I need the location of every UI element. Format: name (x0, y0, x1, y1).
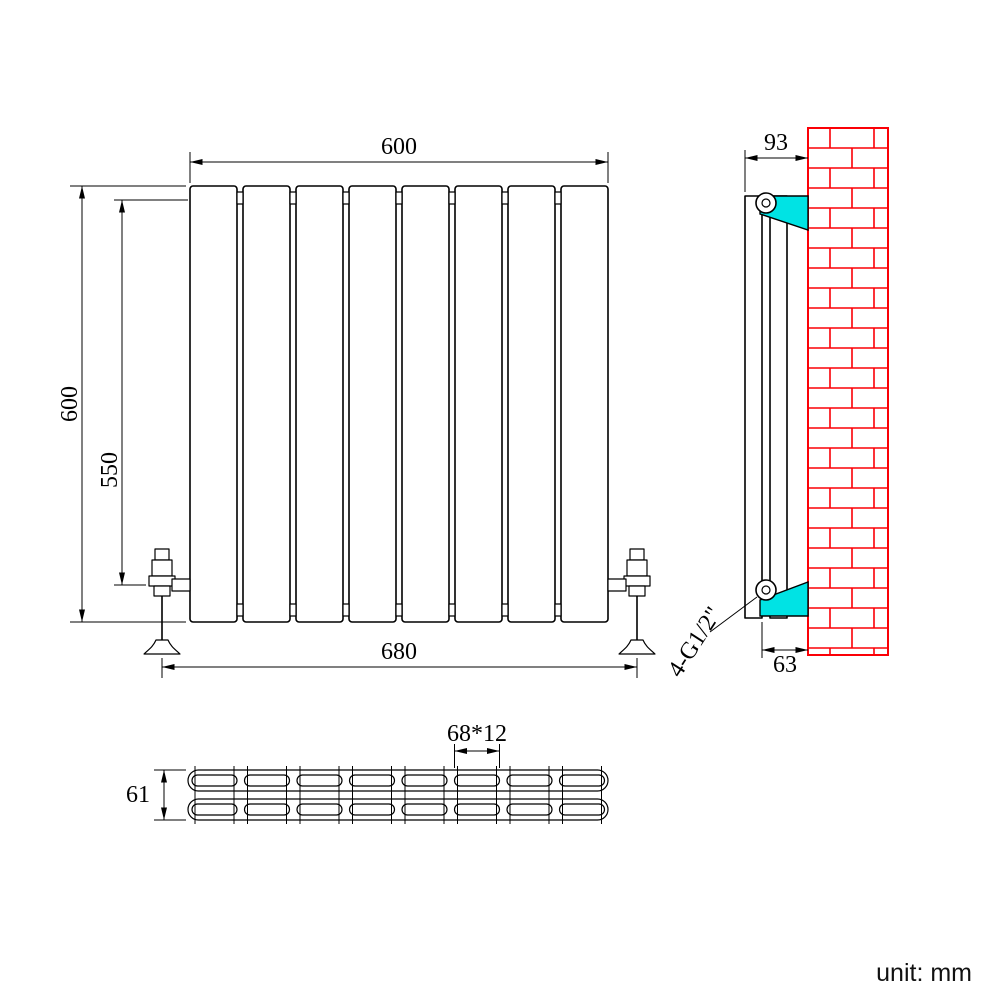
radiator-panel (295, 185, 344, 623)
radiator-panel (348, 185, 397, 623)
right-valve-base (628, 585, 646, 597)
connection-thread-label: 4-G1/2" (663, 602, 727, 681)
connection-callout: 4-G1/2" (663, 596, 758, 682)
panel-connector-bottom (501, 603, 509, 617)
right-valve (607, 548, 656, 655)
front-view: 600 600 550 680 (57, 134, 656, 678)
panel-connector-top (501, 191, 509, 205)
right-pipe-flange (618, 639, 656, 655)
slot (401, 803, 448, 816)
dim-label-slot: 68*12 (447, 721, 507, 747)
left-valve (143, 548, 191, 655)
slot (506, 803, 553, 816)
dim-label-width-valves: 680 (381, 639, 417, 665)
slot (348, 803, 396, 816)
dim-label-depth-wall: 93 (764, 130, 788, 156)
panel-connector-top (289, 191, 297, 205)
brick-wall (807, 127, 889, 656)
panel-connector-bottom (395, 603, 403, 617)
radiator-panels (189, 185, 609, 623)
slot (558, 803, 606, 816)
side-panel-front (744, 195, 763, 619)
left-pipe-flange (143, 639, 181, 655)
slot (401, 774, 448, 787)
dim-label-width-top: 600 (381, 134, 417, 160)
slot (558, 774, 606, 787)
panel-connector-top (342, 191, 350, 205)
panel-connector-top (395, 191, 403, 205)
slot (243, 774, 291, 787)
slot (348, 774, 396, 787)
water-channel-slots (191, 766, 606, 824)
left-valve-body (151, 559, 173, 577)
slot (453, 803, 501, 816)
panel-connector-bottom (554, 603, 562, 617)
top-view-bar-rear (187, 798, 609, 821)
slot (453, 774, 501, 787)
top-view: 61 68*12 (126, 721, 609, 824)
panel-connector-bottom (236, 603, 244, 617)
radiator-panel (454, 185, 503, 623)
slot (296, 774, 343, 787)
radiator-panel (401, 185, 450, 623)
slot (191, 774, 238, 787)
radiator-panel (507, 185, 556, 623)
dim-slot: 68*12 (447, 721, 507, 768)
bottom-connection-port (761, 585, 771, 595)
dim-width-valves: 680 (161, 639, 638, 678)
dim-depth-wall: 93 (744, 130, 808, 192)
side-view: 93 63 4-G1/2" (663, 127, 889, 682)
left-valve-base (153, 585, 171, 597)
panel-connectors (236, 191, 562, 617)
bottom-wall-bracket (759, 580, 809, 617)
dim-width-top: 600 (189, 134, 609, 183)
side-panel-rear (769, 195, 788, 619)
panel-connector-top (236, 191, 244, 205)
left-valve-connector (171, 578, 191, 592)
left-valve-nut (148, 575, 176, 587)
dim-label-bottom-offset: 63 (773, 652, 797, 678)
radiator-panel (560, 185, 609, 623)
dim-label-height-inner: 550 (97, 452, 123, 488)
dim-label-depth: 61 (126, 782, 150, 808)
dim-height-inner: 550 (97, 199, 188, 586)
slot (506, 774, 553, 787)
right-valve-body (626, 559, 648, 577)
panel-connector-top (554, 191, 562, 205)
unit-label: unit: mm (876, 959, 972, 987)
panel-connector-bottom (289, 603, 297, 617)
right-valve-nut (623, 575, 651, 587)
top-connection-port (761, 198, 771, 208)
dim-bottom-offset: 63 (761, 622, 808, 678)
right-valve-connector (607, 578, 627, 592)
slot (191, 803, 238, 816)
leader-line (709, 596, 758, 633)
radiator-panel (242, 185, 291, 623)
panel-connector-top (448, 191, 456, 205)
slot (243, 803, 291, 816)
panel-connector-bottom (448, 603, 456, 617)
dim-label-height-overall: 600 (57, 386, 83, 422)
radiator-panel (189, 185, 238, 623)
right-valve-cap (629, 548, 645, 561)
top-view-bar-front (187, 769, 609, 792)
slot (296, 803, 343, 816)
left-valve-cap (154, 548, 170, 561)
dim-depth: 61 (126, 769, 186, 821)
dim-height-overall: 600 (57, 185, 186, 623)
panel-connector-bottom (342, 603, 350, 617)
